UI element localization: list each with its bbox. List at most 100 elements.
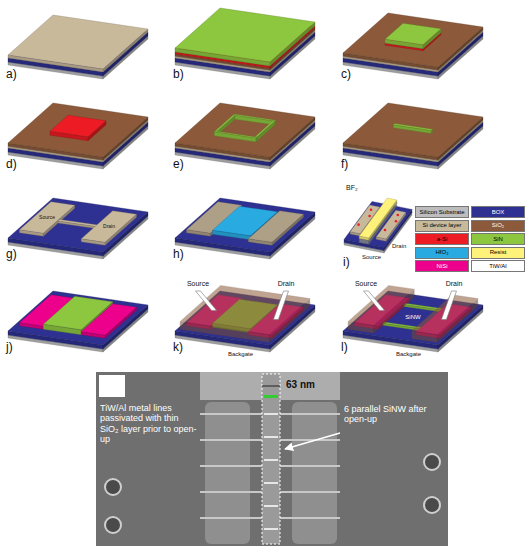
metal-probe [441,291,456,320]
layer-block [233,114,276,125]
part-label: Backgate [228,351,253,358]
layer-block [255,121,275,141]
panel-letter: f) [341,158,348,172]
label-slot: 63 nm [286,379,315,391]
layer-block [8,198,148,256]
layer-block [175,198,315,256]
label-slot: BF₂ [346,184,358,192]
layer-block [376,210,406,241]
process-panels [8,8,483,352]
layer-block [175,103,315,160]
block-face [393,124,432,131]
via [105,517,121,533]
layer-block [343,103,483,160]
label-slot: f) [341,158,348,172]
nanowire [264,505,278,507]
nanowire [264,459,278,461]
legend-swatch: NiSi [415,260,469,272]
legend-swatch: Resist [471,247,525,259]
label-slot: Backgate [396,351,421,358]
panel-letter: i) [343,256,350,270]
panel-letter: h) [173,248,184,262]
panel-letter: d) [6,158,17,172]
block-face [233,115,275,125]
part-label: Backgate [396,351,421,358]
block-face [248,211,303,243]
legend: Silicon Substrate BOX Si device layer SiO₂ a… [415,206,527,274]
legend-swatch: a-Si [415,233,469,245]
legend-swatch: TiW/Al [471,260,525,272]
block-face [81,304,136,336]
block-face [175,8,315,62]
panel-letter: k) [173,341,183,355]
nanowire [264,482,278,484]
block-face [343,103,483,157]
legend-swatch: BOX [471,206,525,218]
legend-swatch: Si device layer [415,220,469,232]
legend-swatch: HfO₂ [415,247,469,259]
part-label: Source [362,254,381,261]
legend-text: Resist [490,249,507,256]
nanowire [264,528,278,530]
label-slot: Backgate [228,351,253,358]
block-face [180,285,310,334]
block-face [20,202,75,234]
metal-probe [364,291,385,310]
layer-block [8,103,148,160]
layer-block [58,219,98,228]
label-slot: Drain [446,280,463,288]
part-label: Source [187,280,209,288]
layer-block [8,15,148,72]
layer-block [81,304,136,339]
block-face [175,103,315,157]
label-slot: SiNW [405,314,420,321]
block-face [233,114,276,121]
metal-stripe [200,413,340,415]
panel-letter: c) [341,68,351,82]
label-slot: 6 parallel SiNW after open-up [344,404,440,425]
block-face [175,198,315,252]
label-slot: Drain [103,224,115,230]
label-slot: g) [6,248,17,262]
legend-text: Si device layer [422,222,461,229]
layer-block [348,285,414,333]
sem-image [96,372,448,546]
metal-line [205,402,250,544]
legend-swatch: SiO₂ [471,220,525,232]
image-annotation: 6 parallel SiNW after open-up [344,404,440,425]
block-face [8,103,148,157]
legend-text: SiO₂ [492,222,504,229]
image-annotation: TiW/Al metal lines passivated with thin … [100,403,198,444]
layer-block [50,115,106,141]
label-slot: e) [173,158,184,172]
layer-block [20,202,75,237]
label-box [99,375,125,397]
legend-swatch: SiN [471,233,525,245]
open-up-window [262,374,280,544]
panel-letter: b) [173,68,184,82]
legend-text: Silicon Substrate [419,209,464,216]
metal-line [292,402,337,544]
block-face [81,211,136,243]
block-face [215,115,235,131]
part-label: BF₂ [346,184,358,192]
label-slot: Source [187,280,209,288]
nanowire [264,436,278,438]
layer-block [385,23,441,49]
part-label: Drain [103,224,115,230]
part-label: Source [355,280,377,288]
nanowire [264,413,278,415]
legend-text: BOX [492,209,505,216]
label-slot: j) [6,341,13,355]
via [105,479,121,495]
block-face [343,13,483,67]
block-face [214,132,256,142]
implant-dot [395,220,398,223]
pointer-arrow [285,433,340,449]
label-slot: Source [355,280,377,288]
layer-block [393,124,432,134]
block-face [8,198,148,252]
label-slot: b) [173,68,184,82]
